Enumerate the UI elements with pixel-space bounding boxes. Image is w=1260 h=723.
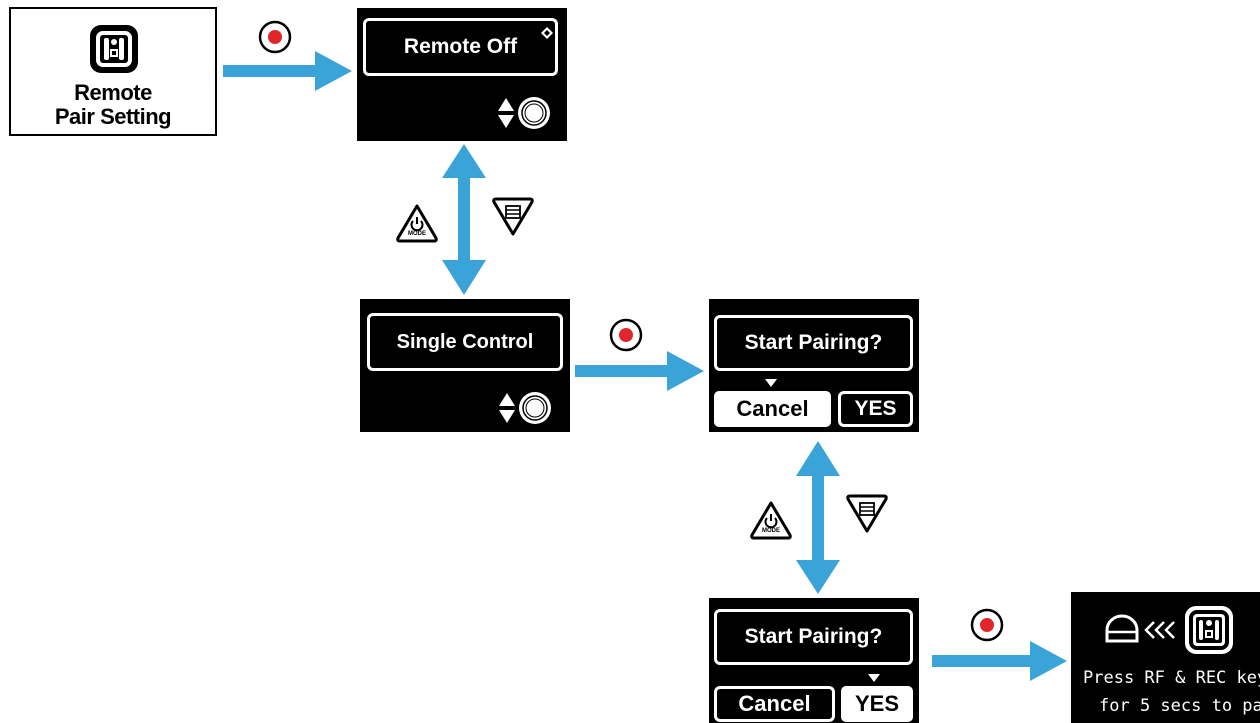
screen-pair-instructions: Press RF & REC keys for 5 secs to pair. bbox=[1071, 592, 1260, 723]
start-label-line1: Remote bbox=[74, 80, 152, 105]
title-text: Remote Off bbox=[403, 35, 518, 58]
screen-title: Single Control bbox=[367, 313, 563, 371]
arrow-updown-1 bbox=[442, 144, 486, 295]
instruction-line1: Press RF & REC keys bbox=[1083, 668, 1260, 688]
yes-button[interactable]: YES bbox=[838, 391, 913, 427]
mode-label: MODE bbox=[408, 231, 426, 237]
screen-start-pairing-cancel-selected: Start Pairing? Cancel YES bbox=[709, 299, 919, 432]
screen-start-pairing-yes-selected: Start Pairing? Cancel YES bbox=[709, 598, 919, 723]
yes-label: YES bbox=[854, 691, 900, 716]
remote-pair-setting-menu-item[interactable]: Remote Pair Setting bbox=[9, 7, 217, 136]
cancel-label: Cancel bbox=[736, 396, 809, 421]
arrow-right-2 bbox=[575, 351, 704, 391]
cancel-button[interactable]: Cancel bbox=[714, 391, 831, 427]
settings-circle-icon bbox=[519, 392, 551, 424]
cancel-button[interactable]: Cancel bbox=[714, 686, 835, 722]
signal-waves-icon bbox=[1144, 621, 1175, 639]
menu-button-icon bbox=[492, 197, 534, 236]
title-text: Start Pairing? bbox=[744, 331, 883, 354]
settings-circle-icon bbox=[518, 97, 550, 129]
record-button-icon bbox=[970, 608, 1004, 642]
instruction-line2: for 5 secs to pair. bbox=[1099, 696, 1260, 716]
up-down-arrows-icon bbox=[499, 393, 515, 423]
arrow-right-3 bbox=[932, 641, 1067, 681]
arrow-updown-2 bbox=[796, 441, 840, 594]
screen-title: Start Pairing? bbox=[714, 315, 913, 371]
title-text: Start Pairing? bbox=[744, 625, 883, 648]
title-text: Single Control bbox=[396, 331, 534, 353]
power-mode-button-icon: MODE bbox=[395, 203, 439, 243]
menu-button-icon bbox=[846, 494, 888, 533]
arrow-right-1 bbox=[223, 51, 352, 91]
remote-control-icon bbox=[90, 25, 138, 73]
up-down-arrows-icon bbox=[498, 98, 514, 128]
screen-title: Start Pairing? bbox=[714, 609, 913, 665]
camera-icon bbox=[1105, 614, 1139, 643]
yes-label: YES bbox=[854, 397, 897, 420]
record-button-icon bbox=[258, 20, 292, 54]
selection-indicator-icon bbox=[765, 379, 777, 387]
selection-indicator-icon bbox=[868, 674, 880, 682]
screen-title: Remote Off bbox=[363, 18, 558, 76]
cancel-label: Cancel bbox=[738, 691, 811, 716]
screen-single-control: Single Control bbox=[360, 299, 570, 432]
mode-label: MODE bbox=[762, 528, 780, 534]
record-button-icon bbox=[609, 318, 643, 352]
remote-control-icon bbox=[1185, 606, 1233, 654]
yes-button[interactable]: YES bbox=[841, 686, 913, 722]
selected-diamond-icon bbox=[541, 27, 553, 39]
start-label-line2: Pair Setting bbox=[54, 104, 172, 129]
screen-remote-off: Remote Off bbox=[357, 8, 567, 141]
power-mode-button-icon: MODE bbox=[749, 500, 793, 540]
